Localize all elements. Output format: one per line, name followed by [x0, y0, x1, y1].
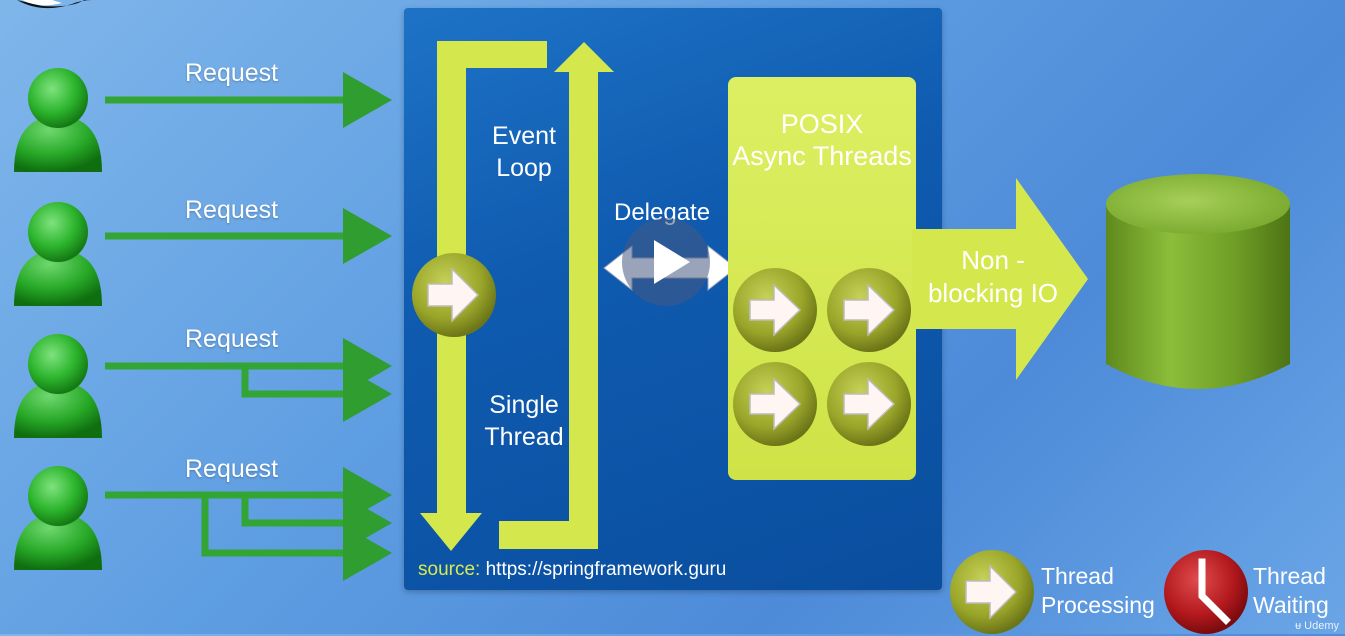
- user-icon: [14, 466, 102, 570]
- single-thread-line1: Single: [489, 391, 559, 419]
- request-label: Request: [185, 325, 279, 353]
- non-blocking-io-label: Non - blocking IO: [918, 244, 1068, 310]
- udemy-logo-icon: ᵾ: [1295, 620, 1302, 632]
- event-loop-line2: Loop: [496, 154, 552, 182]
- legend-waiting-line2: Waiting: [1253, 592, 1329, 618]
- single-thread-line2: Thread: [484, 423, 564, 451]
- thread-processing-icon: [733, 362, 817, 446]
- play-button-icon[interactable]: [618, 214, 714, 310]
- request-arrow: [241, 495, 392, 551]
- posix-title: POSIX Async Threads: [728, 108, 916, 172]
- legend-waiting-line1: Thread: [1253, 563, 1326, 589]
- single-thread-label: Single Thread: [470, 389, 578, 453]
- legend-processing-line1: Thread: [1041, 563, 1114, 589]
- logo-fragment-icon: [17, 0, 92, 9]
- user-icon: [14, 68, 102, 172]
- posix-line1: POSIX: [780, 109, 864, 139]
- non-blocking-line2: blocking IO: [927, 278, 1059, 308]
- thread-processing-icon: [827, 362, 911, 446]
- posix-line2: Async Threads: [732, 141, 912, 171]
- legend-processing-label: Thread Processing: [1041, 562, 1155, 620]
- request-label: Request: [185, 455, 279, 483]
- async-thread-pool: [733, 268, 911, 446]
- thread-processing-icon: [733, 268, 817, 352]
- request-arrow: [201, 495, 392, 581]
- source-credit: source: https://springframework.guru: [418, 559, 726, 581]
- request-label: Request: [185, 59, 279, 87]
- event-loop-arrows: [420, 41, 614, 551]
- user-icon: [14, 202, 102, 306]
- thread-processing-icon: [412, 253, 496, 337]
- source-url: https://springframework.guru: [485, 559, 727, 580]
- request-label: Request: [185, 196, 279, 224]
- user-icon: [14, 334, 102, 438]
- event-loop-label: Event Loop: [478, 120, 570, 184]
- users-requests: [14, 68, 392, 581]
- database-icon: [1106, 174, 1290, 389]
- non-blocking-line1: Non -: [961, 245, 1025, 275]
- udemy-watermark: ᵾ Udemy: [1295, 620, 1339, 632]
- legend-processing-line2: Processing: [1041, 592, 1155, 618]
- event-loop-line1: Event: [492, 122, 556, 150]
- clock-icon: [1164, 550, 1248, 634]
- thread-processing-icon: [827, 268, 911, 352]
- request-arrow: [241, 366, 392, 422]
- udemy-watermark-text: Udemy: [1304, 620, 1339, 632]
- legend-waiting-label: Thread Waiting: [1253, 562, 1329, 620]
- legend-processing-icon: [950, 550, 1034, 634]
- source-label: source:: [418, 559, 481, 580]
- non-blocking-io-arrow: [912, 178, 1088, 380]
